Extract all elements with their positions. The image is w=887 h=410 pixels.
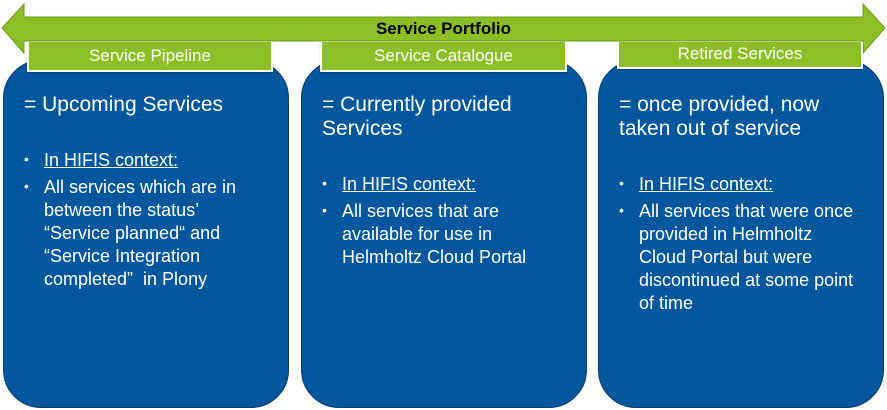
context-description: All services that were once provided in …	[639, 201, 859, 313]
context-label: In HIFIS context:	[639, 174, 774, 194]
list-item: • In HIFIS context:	[322, 173, 572, 196]
list-item: • All services that were once provided i…	[619, 200, 869, 315]
tab-service-catalogue: Service Catalogue	[320, 42, 567, 72]
list-item: • In HIFIS context:	[24, 149, 274, 172]
column-heading: = once provided, now taken out of servic…	[619, 93, 826, 140]
list-item: • All services which are in between the …	[24, 176, 274, 291]
context-description: All services that are available for use …	[342, 201, 527, 267]
bullet-icon: •	[322, 202, 327, 218]
bullet-list: • In HIFIS context: • All services that …	[322, 173, 572, 269]
retired-services-column: = once provided, now taken out of servic…	[598, 60, 884, 408]
service-catalogue-column: = Currently provided Services • In HIFIS…	[301, 60, 587, 408]
service-pipeline-column: = Upcoming Services • In HIFIS context: …	[3, 60, 289, 408]
bullet-list: • In HIFIS context: • All services that …	[619, 173, 869, 315]
bullet-icon: •	[619, 175, 624, 191]
context-label: In HIFIS context:	[44, 150, 179, 170]
bullet-icon: •	[24, 178, 29, 194]
double-arrow-banner	[1, 2, 886, 55]
double-arrow-shape	[1, 2, 886, 55]
bullet-icon: •	[619, 202, 624, 218]
list-item: • In HIFIS context:	[619, 173, 869, 196]
bullet-icon: •	[24, 151, 29, 167]
bullet-icon: •	[322, 175, 327, 191]
tab-retired-services: Retired Services	[617, 42, 863, 69]
column-heading: = Currently provided Services	[322, 93, 518, 140]
list-item: • All services that are available for us…	[322, 200, 572, 269]
context-description: All services which are in between the st…	[44, 177, 242, 289]
bullet-list: • In HIFIS context: • All services which…	[24, 149, 274, 291]
banner-title: Service Portfolio	[375, 19, 512, 38]
tab-service-pipeline: Service Pipeline	[27, 42, 273, 72]
column-heading: = Upcoming Services	[24, 93, 223, 116]
context-label: In HIFIS context:	[342, 174, 477, 194]
